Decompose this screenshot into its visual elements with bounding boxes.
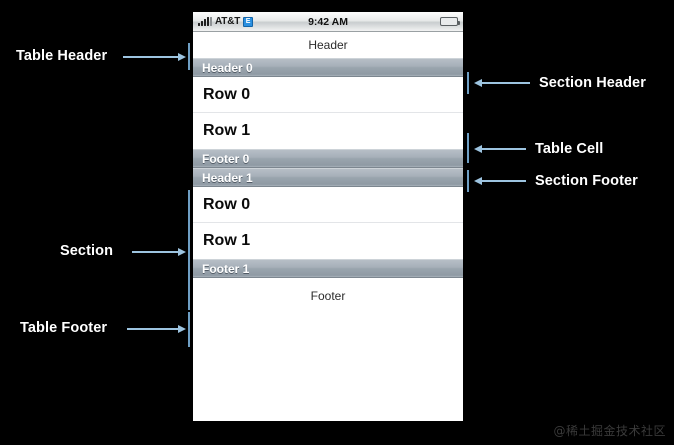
annotation-bracket-table-footer [188, 312, 190, 347]
annotation-arrowhead-section [178, 247, 186, 256]
annotation-arrow-table-footer [127, 328, 179, 330]
annotation-arrow-section-header [482, 82, 530, 84]
table-footer: Footer [193, 283, 463, 309]
annotation-label-section: Section [60, 243, 114, 259]
section-header-1: Header 1 [193, 168, 463, 187]
signal-bars-icon [198, 17, 212, 26]
annotation-arrowhead-section-header [474, 78, 482, 87]
table-cell-0-0[interactable]: Row 0 [193, 77, 463, 113]
annotation-bracket-section-header [467, 72, 469, 94]
annotation-arrow-section [132, 251, 179, 253]
annotation-label-table-cell: Table Cell [535, 141, 604, 157]
status-bar-time: 9:42 AM [308, 15, 348, 28]
section-header-0: Header 0 [193, 58, 463, 77]
edge-network-icon: E [243, 16, 254, 27]
annotation-arrowhead-table-header [178, 52, 186, 61]
annotation-arrow-table-header [123, 56, 179, 58]
table-cell-1-1[interactable]: Row 1 [193, 223, 463, 259]
table-cell-1-0[interactable]: Row 0 [193, 187, 463, 223]
carrier-label: AT&T [215, 16, 241, 27]
status-bar: AT&T E 9:42 AM [193, 12, 463, 32]
table-header: Header [193, 32, 463, 58]
iphone-screen: AT&T E 9:42 AM Header Header 0 Row 0 Row… [193, 12, 463, 421]
status-bar-right [440, 17, 463, 26]
annotation-arrowhead-table-footer [178, 324, 186, 333]
section-footer-0: Footer 0 [193, 149, 463, 168]
annotation-bracket-table-cell [467, 133, 469, 163]
annotation-arrow-section-footer [482, 180, 526, 182]
table-cell-0-1[interactable]: Row 1 [193, 113, 463, 149]
watermark: @稀土掘金技术社区 [553, 424, 666, 438]
annotation-arrowhead-table-cell [474, 144, 482, 153]
status-bar-left: AT&T E [193, 16, 254, 27]
annotation-label-table-header: Table Header [16, 48, 108, 64]
annotation-bracket-section [188, 190, 190, 310]
battery-icon [440, 17, 460, 26]
annotation-label-table-footer: Table Footer [20, 320, 108, 336]
annotation-arrow-table-cell [482, 148, 526, 150]
annotation-bracket-table-header [188, 43, 190, 70]
annotation-arrowhead-section-footer [474, 176, 482, 185]
annotation-label-section-footer: Section Footer [535, 173, 638, 189]
section-footer-1: Footer 1 [193, 259, 463, 278]
annotation-label-section-header: Section Header [539, 75, 646, 91]
annotation-bracket-section-footer [467, 170, 469, 192]
